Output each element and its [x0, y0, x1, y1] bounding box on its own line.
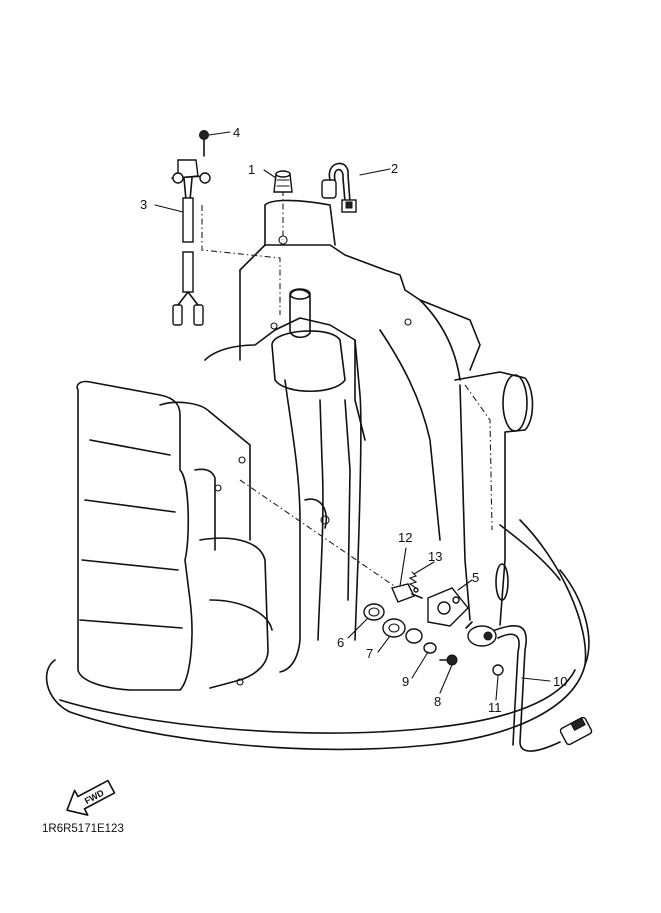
callout-7: 7	[366, 646, 373, 661]
callout-3: 3	[140, 197, 147, 212]
callout-numbers: 1 2 3 4 5 6 7 8 9 10 11 12 13	[140, 125, 567, 715]
callout-1: 1	[248, 162, 255, 177]
part-3-wire-harness	[171, 159, 211, 326]
callout-9: 9	[402, 674, 409, 689]
fwd-arrow: FWD	[66, 779, 116, 816]
callout-12: 12	[398, 530, 412, 545]
callout-4: 4	[233, 125, 240, 140]
callout-leaders	[154, 131, 551, 701]
callout-10: 10	[553, 674, 567, 689]
engine-outline	[45, 199, 590, 751]
diagram-code: 1R6R5171E123	[42, 823, 124, 835]
callout-11: 11	[488, 700, 502, 715]
leader-lines	[201, 190, 493, 591]
parts-cluster	[363, 571, 593, 752]
part-4-screw	[199, 130, 209, 157]
part-1-cap	[273, 170, 293, 193]
part-2-lead-wire	[321, 162, 357, 213]
callout-6: 6	[337, 635, 344, 650]
callout-5: 5	[472, 570, 479, 585]
callout-13: 13	[428, 549, 442, 564]
callout-2: 2	[391, 161, 398, 176]
callout-8: 8	[434, 694, 441, 709]
